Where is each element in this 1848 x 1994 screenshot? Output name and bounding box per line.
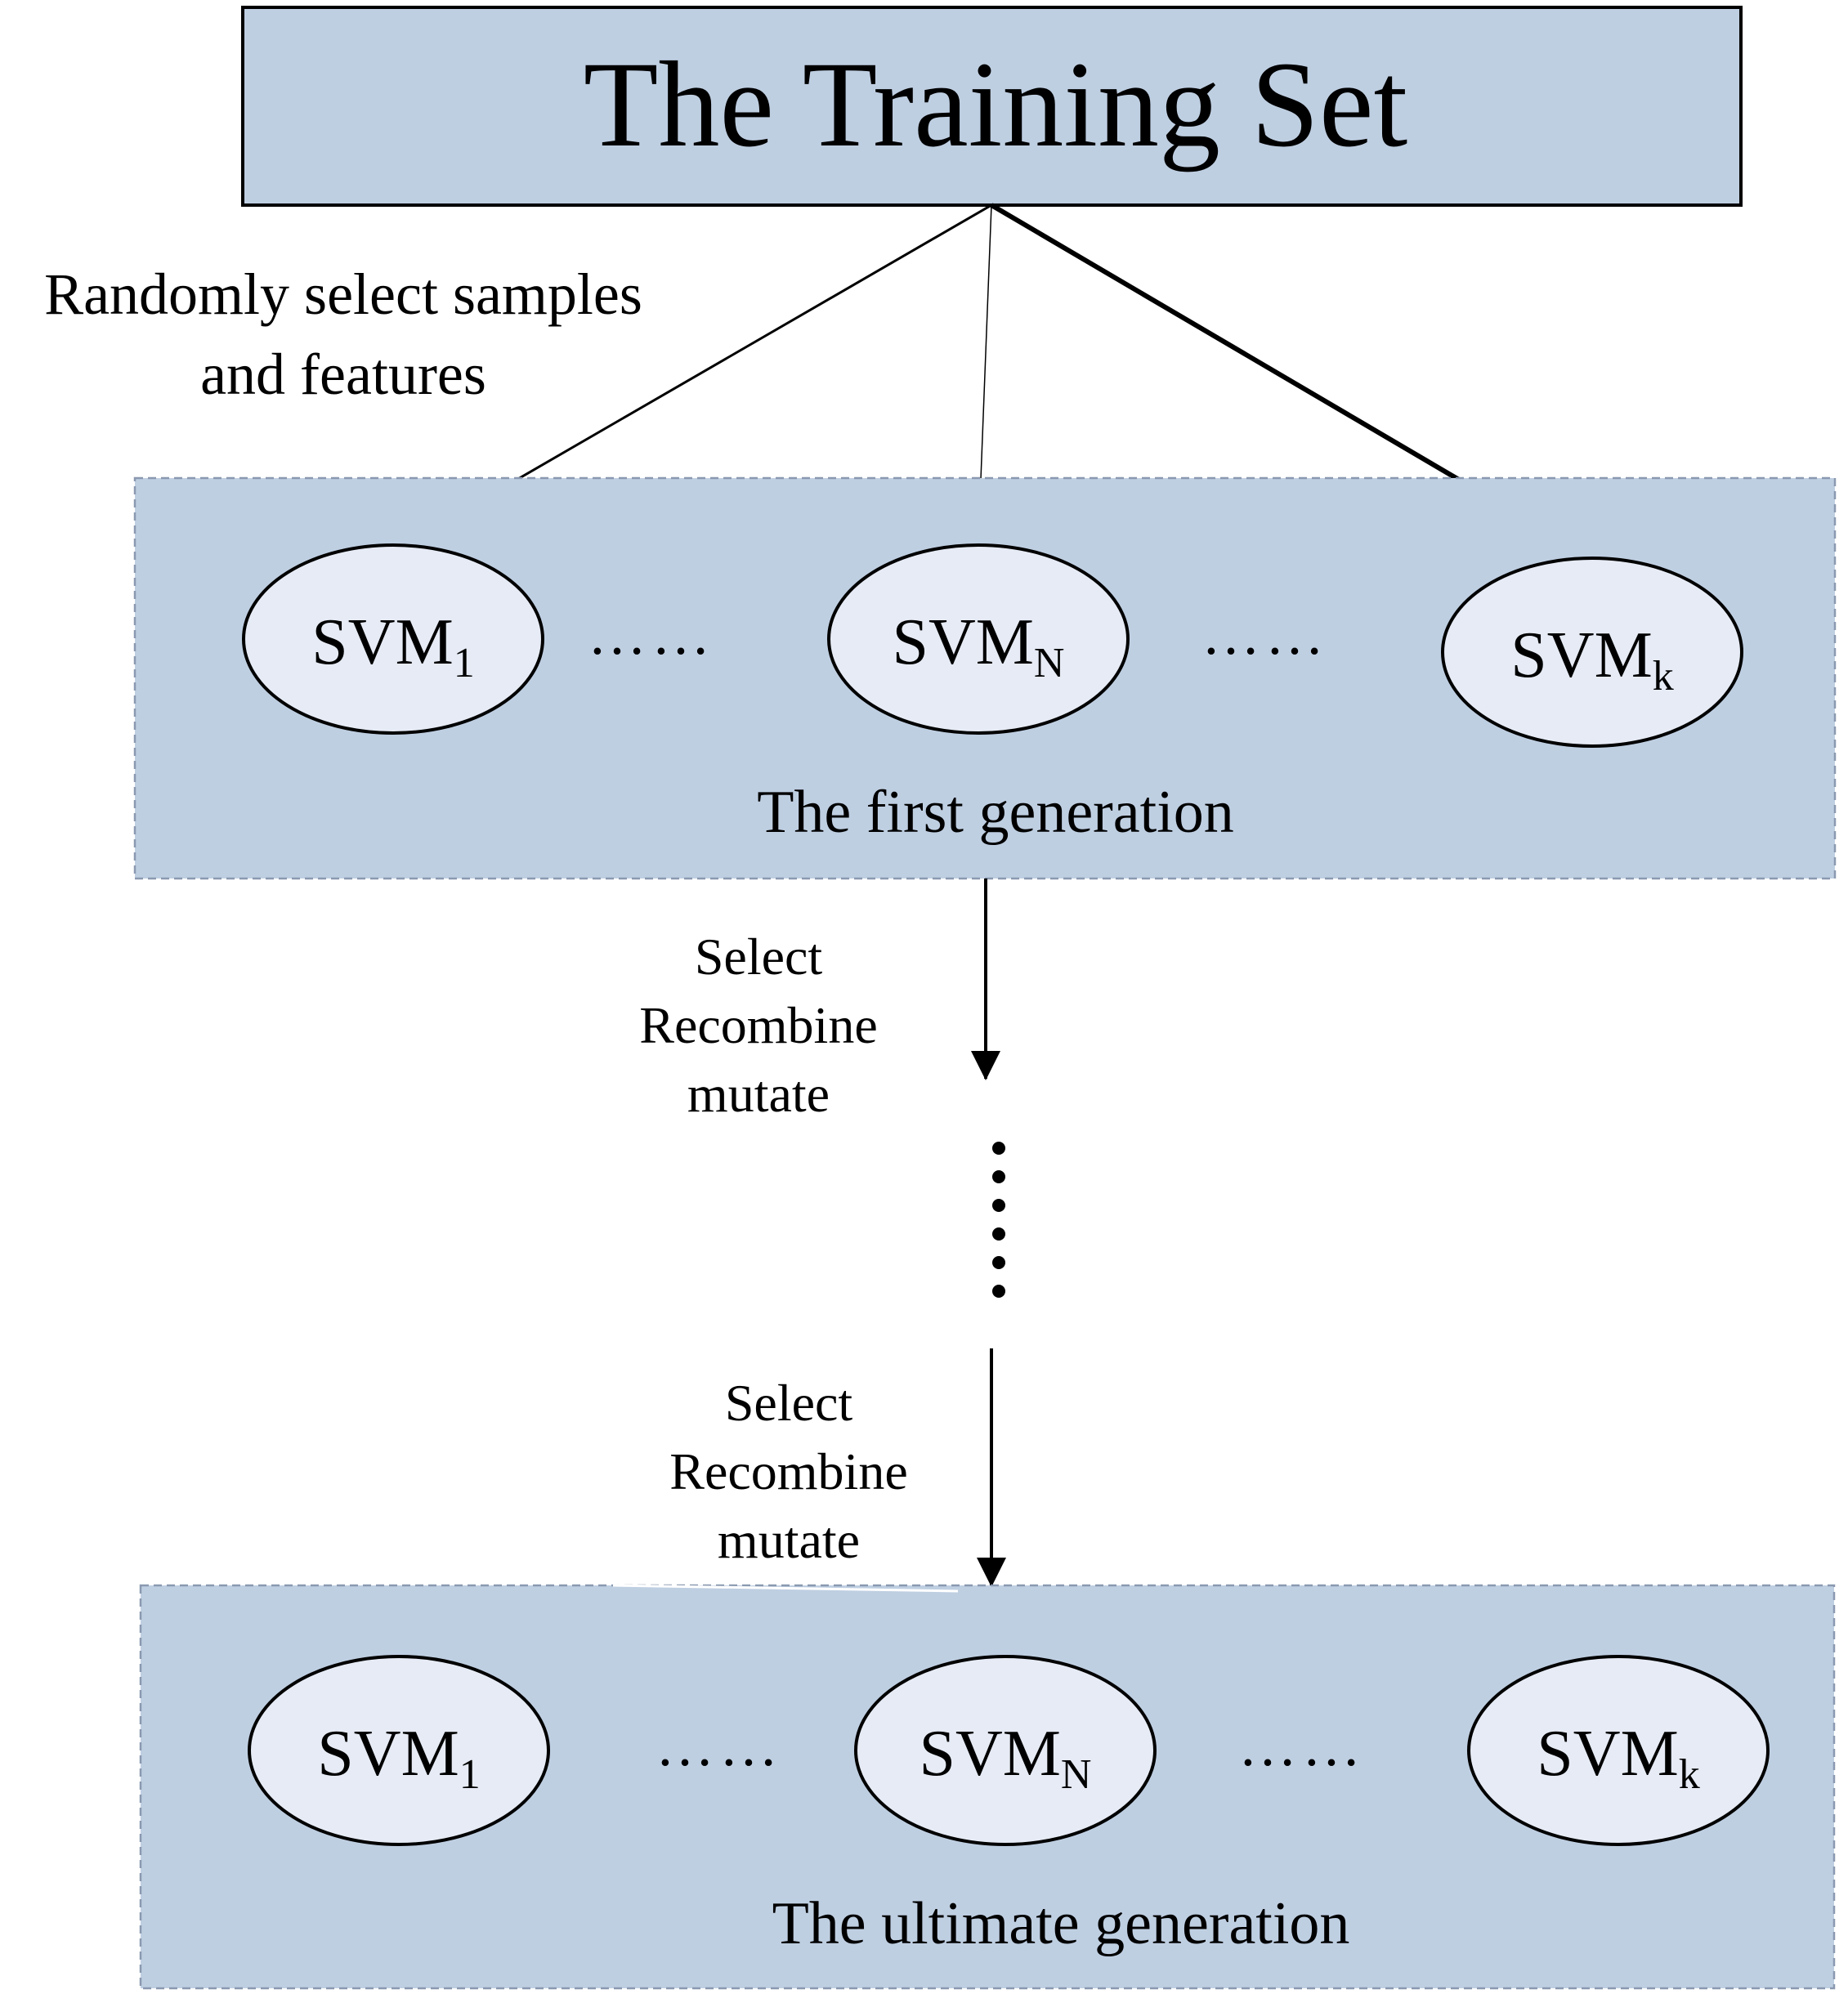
first-gen-svm-N: SVMN <box>827 543 1130 735</box>
training-set-box <box>241 6 1743 207</box>
first-gen-svm-1: SVM1 <box>242 543 544 735</box>
svm-node-ellipse <box>1467 1655 1770 1846</box>
first-generation-label: The first generation <box>757 779 1234 846</box>
sampling-label-line2: and features <box>200 342 486 407</box>
ultimate-gen-ellipsis-right: …… <box>1238 1713 1366 1778</box>
ultimate-gen-svm-1: SVM1 <box>248 1655 550 1846</box>
evolution-step-1-line1: Select <box>695 928 823 986</box>
svm-node-label: SVMN <box>893 606 1065 686</box>
evolution-step-2-line3: mutate <box>718 1511 860 1569</box>
svm-node-label: SVMk <box>1537 1718 1699 1798</box>
evolution-step-1-line2: Recombine <box>639 996 877 1054</box>
svm-node-label: SVMN <box>920 1718 1092 1798</box>
sampling-label-line1: Randomly select samples <box>44 262 642 327</box>
evolution-step-2-line2: Recombine <box>669 1442 907 1500</box>
first-gen-svm-k: SVMk <box>1441 557 1743 748</box>
ultimate-gen-svm-k: SVMk <box>1467 1655 1770 1846</box>
first-gen-ellipsis-right: …… <box>1201 601 1329 667</box>
svm-node-ellipse <box>827 543 1130 735</box>
svm-node-ellipse <box>854 1655 1157 1846</box>
evolution-step-1-line3: mutate <box>687 1065 830 1123</box>
vertical-ellipsis <box>992 1142 1005 1298</box>
first-gen-ellipsis-left: …… <box>588 601 715 667</box>
evolution-step-2-line1: Select <box>725 1374 853 1432</box>
box-notch-highlight <box>612 1584 959 1593</box>
training-set-title: The Training Set <box>584 37 1407 172</box>
svm-node-ellipse <box>242 543 544 735</box>
svm-node-label: SVMk <box>1510 619 1673 700</box>
ultimate-generation-label: The ultimate generation <box>772 1890 1350 1957</box>
svm-node-ellipse <box>1441 557 1743 748</box>
ultimate-gen-svm-N: SVMN <box>854 1655 1157 1846</box>
ultimate-gen-ellipsis-left: …… <box>656 1713 783 1778</box>
svm-node-ellipse <box>248 1655 550 1846</box>
svm-node-label: SVM1 <box>311 606 474 686</box>
svm-node-label: SVM1 <box>317 1718 480 1798</box>
